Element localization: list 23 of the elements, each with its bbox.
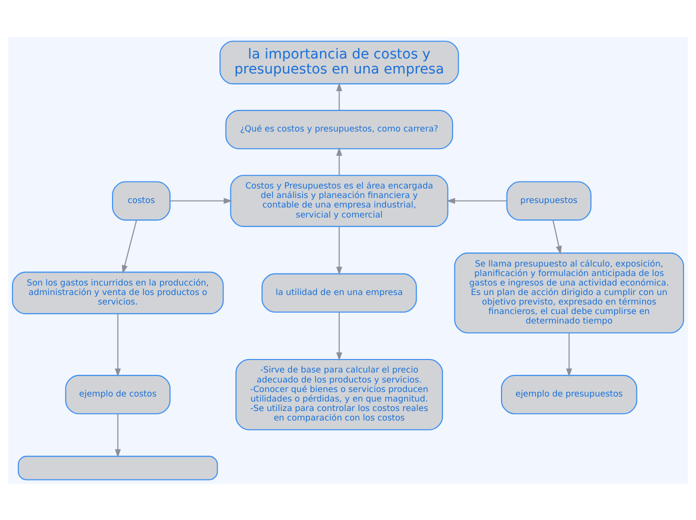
arrow [336,146,342,175]
node-box: ¿Qué es costos y presupuestos, como carrera? [225,109,454,149]
arrow [114,314,121,377]
node-box: presupuestos [506,180,592,220]
node-box: Costos y Presupuestos es el área encargada del análisis y planeación financiera y contable de una empresa industrial, servicial y comercial [230,174,448,226]
arrow [336,312,342,360]
node-box: Se llama presupuesto al cálculo, exposición, planificación y formulación anticipada de los gastos e ingresos de una actividad económica. Es un plan de acción dirigido a cumplir con un objetivo previsto, expresado en términos financieros, el cual debe cumplirse en determinado tiempo [454,252,684,333]
arrow [170,197,232,204]
node-box: ejemplo de costos [65,374,171,414]
node-box: la importancia de costos y presupuestos en una empresa [219,40,459,84]
node-box: -Sirve de base para calcular el precio adecuado de los productos y servicios. -Conocer qué bienes o servicios producen utilidades o pérdidas, y en que magnitud. -Se utiliza para controlar los costos reales en comparación con los costos [235,358,443,430]
node-box: la utilidad de en una empresa [262,272,417,312]
arrow [336,226,342,275]
arrow [114,414,121,458]
arrow [122,220,138,274]
arrow [566,332,572,376]
node-box: costos [112,180,171,220]
arrow [336,82,342,110]
arrow [446,197,507,204]
arrow [552,220,562,254]
node-box: Son los gastos incurridos en la producción, administración y venta de los productos o servicios. [12,271,224,314]
node-box: ejemplo de presupuestos [501,374,638,414]
node-box [18,455,218,480]
